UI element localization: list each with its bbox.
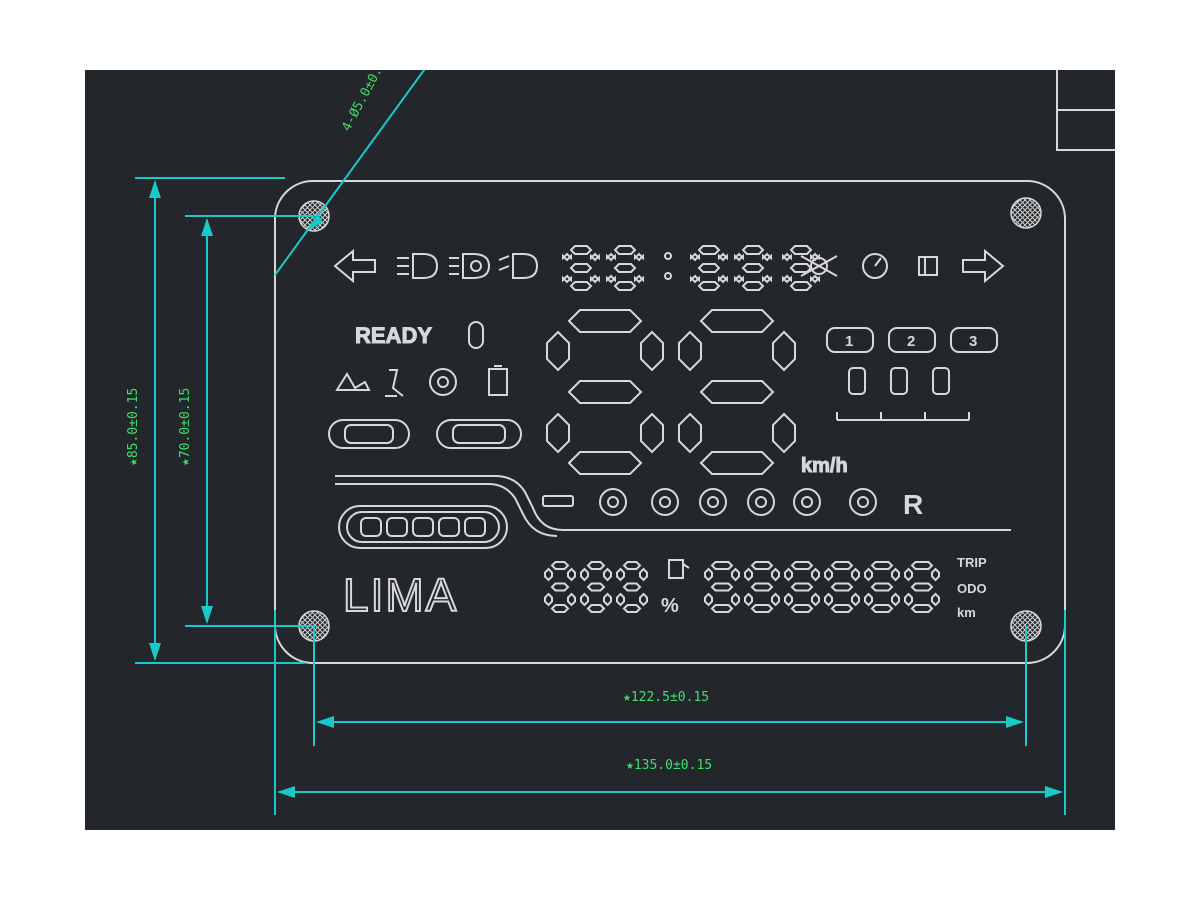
right-turn-arrow-icon [962, 248, 1005, 284]
ready-lock-icon [468, 321, 484, 349]
status-icon-inner [707, 496, 719, 508]
odometer-digit [904, 561, 940, 613]
battery-cell [360, 517, 382, 537]
gear-pill [826, 327, 874, 353]
status-icon-row [599, 488, 877, 516]
odometer-digit [864, 561, 900, 613]
panel-divider [335, 475, 1011, 531]
status-icon-inner [607, 496, 619, 508]
dimension-height-outer: ★85.0±0.15 [126, 388, 141, 466]
gear-label: 1 [845, 333, 853, 350]
mode-pill-left [328, 419, 410, 449]
status-icon-inner [801, 496, 813, 508]
clock-display [562, 245, 820, 291]
gear-pill [888, 327, 936, 353]
status-icon [849, 488, 877, 516]
gear-indicators: 1 2 3 [826, 327, 998, 353]
gear-pill [950, 327, 998, 353]
percent-digit [580, 561, 612, 613]
dimension-width-outer: ★135.0±0.15 [626, 758, 712, 773]
status-icon [599, 488, 627, 516]
clock-colon-top [664, 252, 672, 260]
clock-colon-bottom [664, 272, 672, 280]
battery-cells [360, 517, 486, 537]
status-icon [747, 488, 775, 516]
drawing-canvas: READY km/h 1 2 3 R [85, 70, 1115, 830]
gear-label: 2 [907, 333, 915, 350]
percent-digit [544, 561, 576, 613]
fuel-icon [668, 559, 690, 579]
odometer-digit [744, 561, 780, 613]
speed-unit-label: km/h [801, 455, 848, 477]
odo-label: ODO [957, 581, 987, 596]
low-beam-icon [397, 253, 439, 279]
drive-icon [890, 367, 908, 395]
side-stand-icon [335, 372, 371, 391]
gear-label: 3 [969, 333, 977, 350]
ready-label: READY [355, 323, 432, 348]
odometer-digit [824, 561, 860, 613]
clock-digit [782, 245, 820, 291]
clock-digit [690, 245, 728, 291]
mode-pill-right [436, 419, 522, 449]
speed-limit-icon [862, 253, 888, 279]
clock-digit [562, 245, 600, 291]
seat-belt-icon [385, 369, 404, 397]
dimension-width-inner: ★122.5±0.15 [623, 690, 709, 705]
position-light-icon [498, 253, 539, 279]
battery-percent-display [544, 561, 648, 613]
dimension-diagonal: 4-Ø5.0±0.1 [339, 70, 389, 134]
fault-icon [800, 255, 838, 277]
trip-label: TRIP [957, 555, 987, 570]
clock-digit [734, 245, 772, 291]
battery-cell [438, 517, 460, 537]
status-icon [699, 488, 727, 516]
brake-icon [429, 368, 457, 396]
odometer-digit [784, 561, 820, 613]
percent-symbol: % [661, 595, 679, 617]
drive-icon [848, 367, 866, 395]
status-icon-inner [857, 496, 869, 508]
status-icon [651, 488, 679, 516]
gear-scale [836, 412, 970, 421]
left-turn-arrow-icon [333, 248, 376, 284]
minus-icon [542, 495, 574, 507]
mount-hole-top-right [1010, 197, 1042, 229]
dimension-lines [135, 70, 1066, 815]
reverse-label: R [903, 489, 923, 520]
status-icon-inner [755, 496, 767, 508]
brand-logo: LIMA [343, 569, 458, 621]
status-icon [793, 488, 821, 516]
status-icon-inner [659, 496, 671, 508]
battery-level-bar [338, 505, 508, 549]
odometer-display [704, 561, 940, 613]
speed-digit [678, 309, 796, 475]
title-block [1056, 70, 1115, 151]
clock-digit [606, 245, 644, 291]
drive-mode-icons [848, 367, 950, 395]
panel-outline [274, 180, 1066, 664]
dimension-height-inner: ★70.0±0.15 [178, 388, 193, 466]
km-label: km [957, 605, 976, 620]
speed-display [546, 309, 796, 475]
drive-icon [932, 367, 950, 395]
battery-cell [412, 517, 434, 537]
percent-digit [616, 561, 648, 613]
motor-icon [918, 256, 938, 276]
battery-cell [386, 517, 408, 537]
battery-cell [464, 517, 486, 537]
panel-divider-inner [335, 483, 558, 537]
battery-icon [488, 365, 508, 396]
speed-digit [546, 309, 664, 475]
high-beam-icon [449, 253, 491, 279]
odometer-digit [704, 561, 740, 613]
